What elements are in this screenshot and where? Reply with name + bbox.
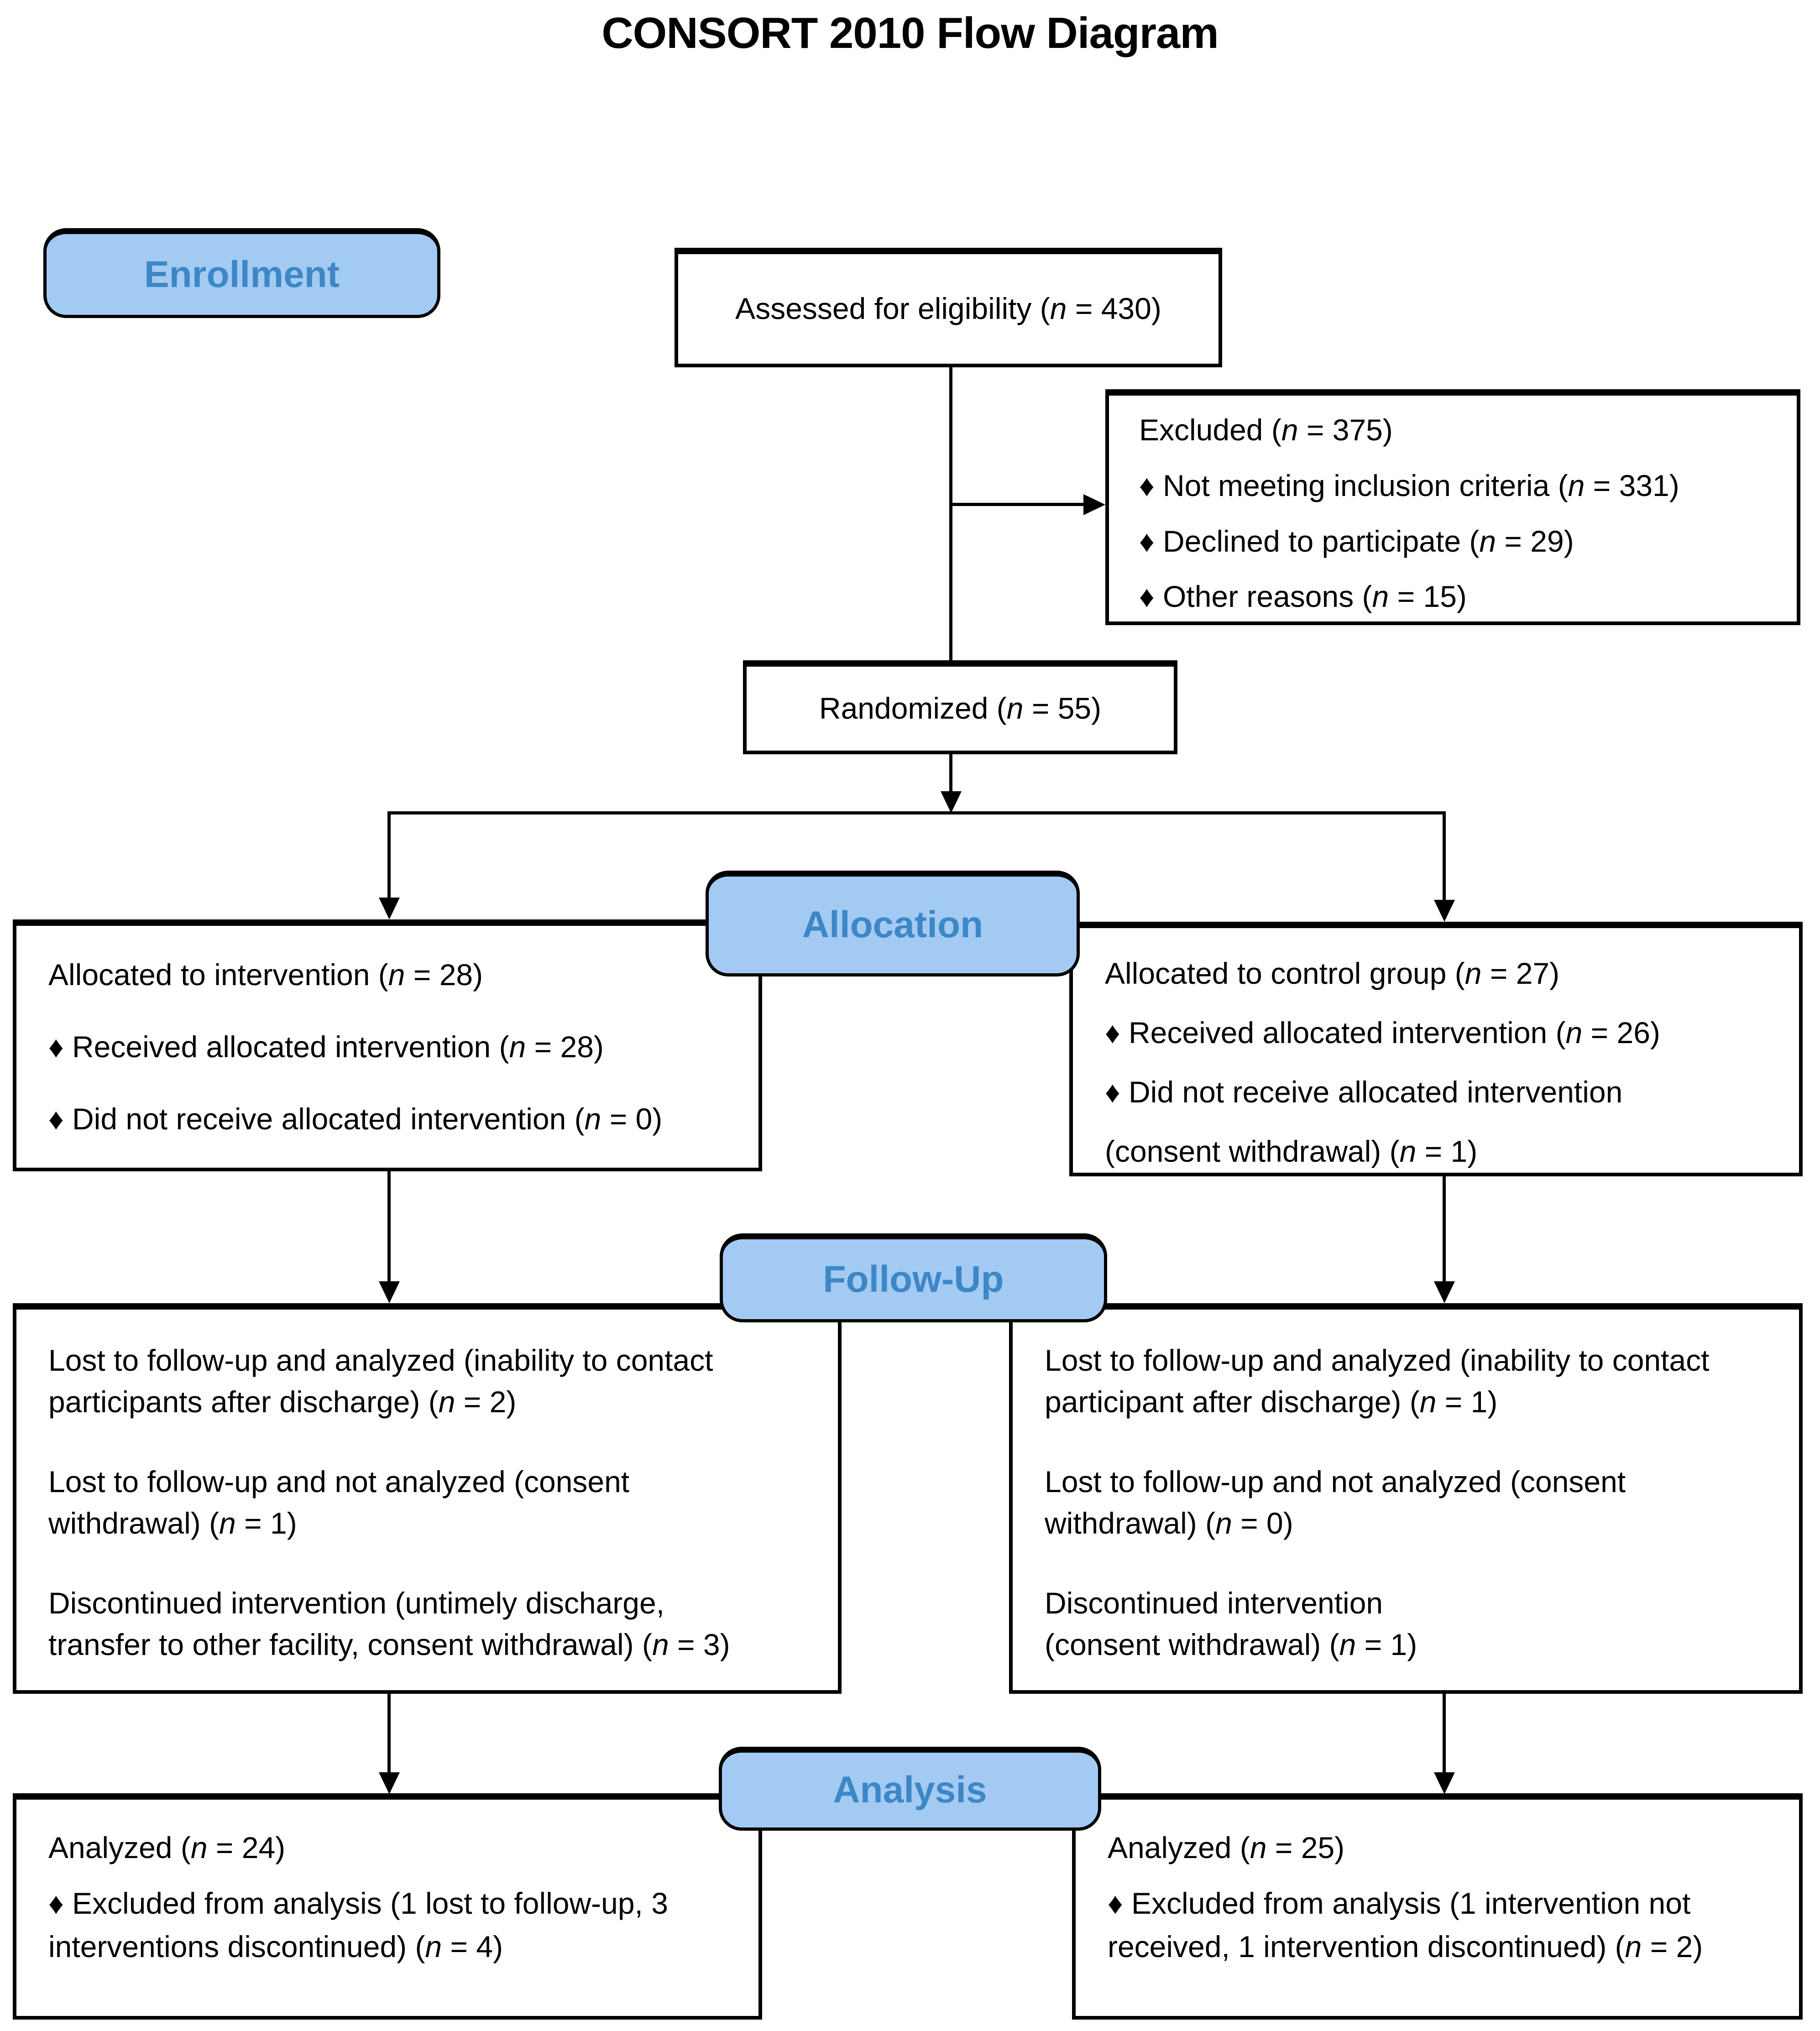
arrowhead-excluded — [1083, 494, 1105, 515]
analysis-control-line: Analyzed (n = 25) — [1108, 1831, 1345, 1864]
assessed-box: Assessed for eligibility (n = 430) — [675, 248, 1222, 367]
allocated-control-line: ♦ Did not receive allocated intervention — [1105, 1075, 1623, 1109]
arrowhead-allocation-left — [379, 898, 400, 919]
stage-label-allocation-text: Allocation — [802, 904, 983, 945]
arrowhead-analysis-right — [1434, 1772, 1455, 1794]
followup-control-paragraph: Lost to follow-up and analyzed (inabilit… — [1045, 1343, 1710, 1419]
followup-intervention-paragraph: Lost to follow-up and not analyzed (cons… — [48, 1465, 630, 1540]
excluded-line: ♦ Other reasons (n = 15) — [1139, 580, 1467, 614]
analysis-intervention-box: Analyzed (n = 24) ♦ Excluded from analys… — [13, 1793, 762, 2020]
followup-intervention-paragraph: Lost to follow-up and analyzed (inabilit… — [48, 1343, 713, 1419]
arrowhead-analysis-left — [379, 1772, 400, 1794]
arrowhead-allocation-right — [1434, 900, 1455, 922]
assessed-text: Assessed for eligibility (n = 430) — [735, 292, 1161, 326]
stage-label-enrollment: Enrollment — [43, 228, 440, 318]
analysis-intervention-line: Analyzed (n = 24) — [48, 1831, 286, 1864]
allocated-control-line: Allocated to control group (n = 27) — [1105, 956, 1560, 990]
stage-label-analysis: Analysis — [719, 1747, 1101, 1831]
excluded-line: Excluded (n = 375) — [1139, 412, 1393, 447]
allocated-intervention-line: Allocated to intervention (n = 28) — [48, 958, 483, 992]
excluded-line: ♦ Declined to participate (n = 29) — [1139, 524, 1574, 558]
allocated-intervention-line: ♦ Did not receive allocated intervention… — [48, 1102, 663, 1136]
connector-assessed-to-randomized — [949, 367, 952, 660]
allocated-intervention-box: Allocated to intervention (n = 28) ♦ Rec… — [13, 919, 762, 1171]
allocated-control-box: Allocated to control group (n = 27) ♦ Re… — [1069, 922, 1803, 1176]
arrowhead-split — [941, 791, 962, 813]
followup-control-paragraph: Discontinued intervention (consent withd… — [1045, 1586, 1417, 1662]
excluded-box: Excluded (n = 375) ♦ Not meeting inclusi… — [1105, 389, 1800, 625]
randomized-text: Randomized (n = 55) — [819, 691, 1102, 726]
connector-intervention-to-followup — [387, 1171, 391, 1283]
excluded-line: ♦ Not meeting inclusion criteria (n = 33… — [1139, 468, 1679, 502]
allocated-intervention-line: ♦ Received allocated intervention (n = 2… — [48, 1029, 604, 1064]
allocated-control-line: (consent withdrawal) (n = 1) — [1105, 1134, 1478, 1168]
followup-intervention-paragraph: Discontinued intervention (untimely disc… — [48, 1586, 730, 1662]
analysis-intervention-line: ♦ Excluded from analysis (1 lost to foll… — [48, 1886, 668, 1964]
analysis-control-box: Analyzed (n = 25) ♦ Excluded from analys… — [1072, 1793, 1803, 2020]
stage-label-follow-up-text: Follow-Up — [823, 1258, 1004, 1300]
stage-label-allocation: Allocation — [706, 871, 1080, 976]
followup-intervention-box: Lost to follow-up and analyzed (inabilit… — [13, 1303, 842, 1694]
stage-label-enrollment-text: Enrollment — [144, 253, 340, 295]
analysis-control-line: ♦ Excluded from analysis (1 intervention… — [1108, 1886, 1703, 1964]
connector-split-right — [1443, 811, 1446, 901]
stage-label-follow-up: Follow-Up — [720, 1233, 1107, 1322]
connector-to-excluded — [949, 503, 1086, 506]
connector-split-horizontal — [387, 811, 1446, 814]
stage-label-analysis-text: Analysis — [833, 1769, 987, 1811]
page-title: CONSORT 2010 Flow Diagram — [601, 9, 1219, 57]
followup-control-box: Lost to follow-up and analyzed (inabilit… — [1009, 1303, 1803, 1694]
connector-control-to-followup — [1443, 1176, 1446, 1283]
arrowhead-followup-left — [379, 1281, 400, 1303]
randomized-box: Randomized (n = 55) — [743, 660, 1177, 754]
followup-control-paragraph: Lost to follow-up and not analyzed (cons… — [1045, 1465, 1626, 1540]
connector-split-left — [387, 811, 391, 899]
arrowhead-followup-right — [1434, 1281, 1455, 1303]
connector-intervention-to-analysis — [387, 1694, 391, 1774]
allocated-control-line: ♦ Received allocated intervention (n = 2… — [1105, 1015, 1660, 1049]
connector-randomized-to-split — [949, 754, 952, 793]
connector-control-to-analysis — [1443, 1694, 1446, 1774]
